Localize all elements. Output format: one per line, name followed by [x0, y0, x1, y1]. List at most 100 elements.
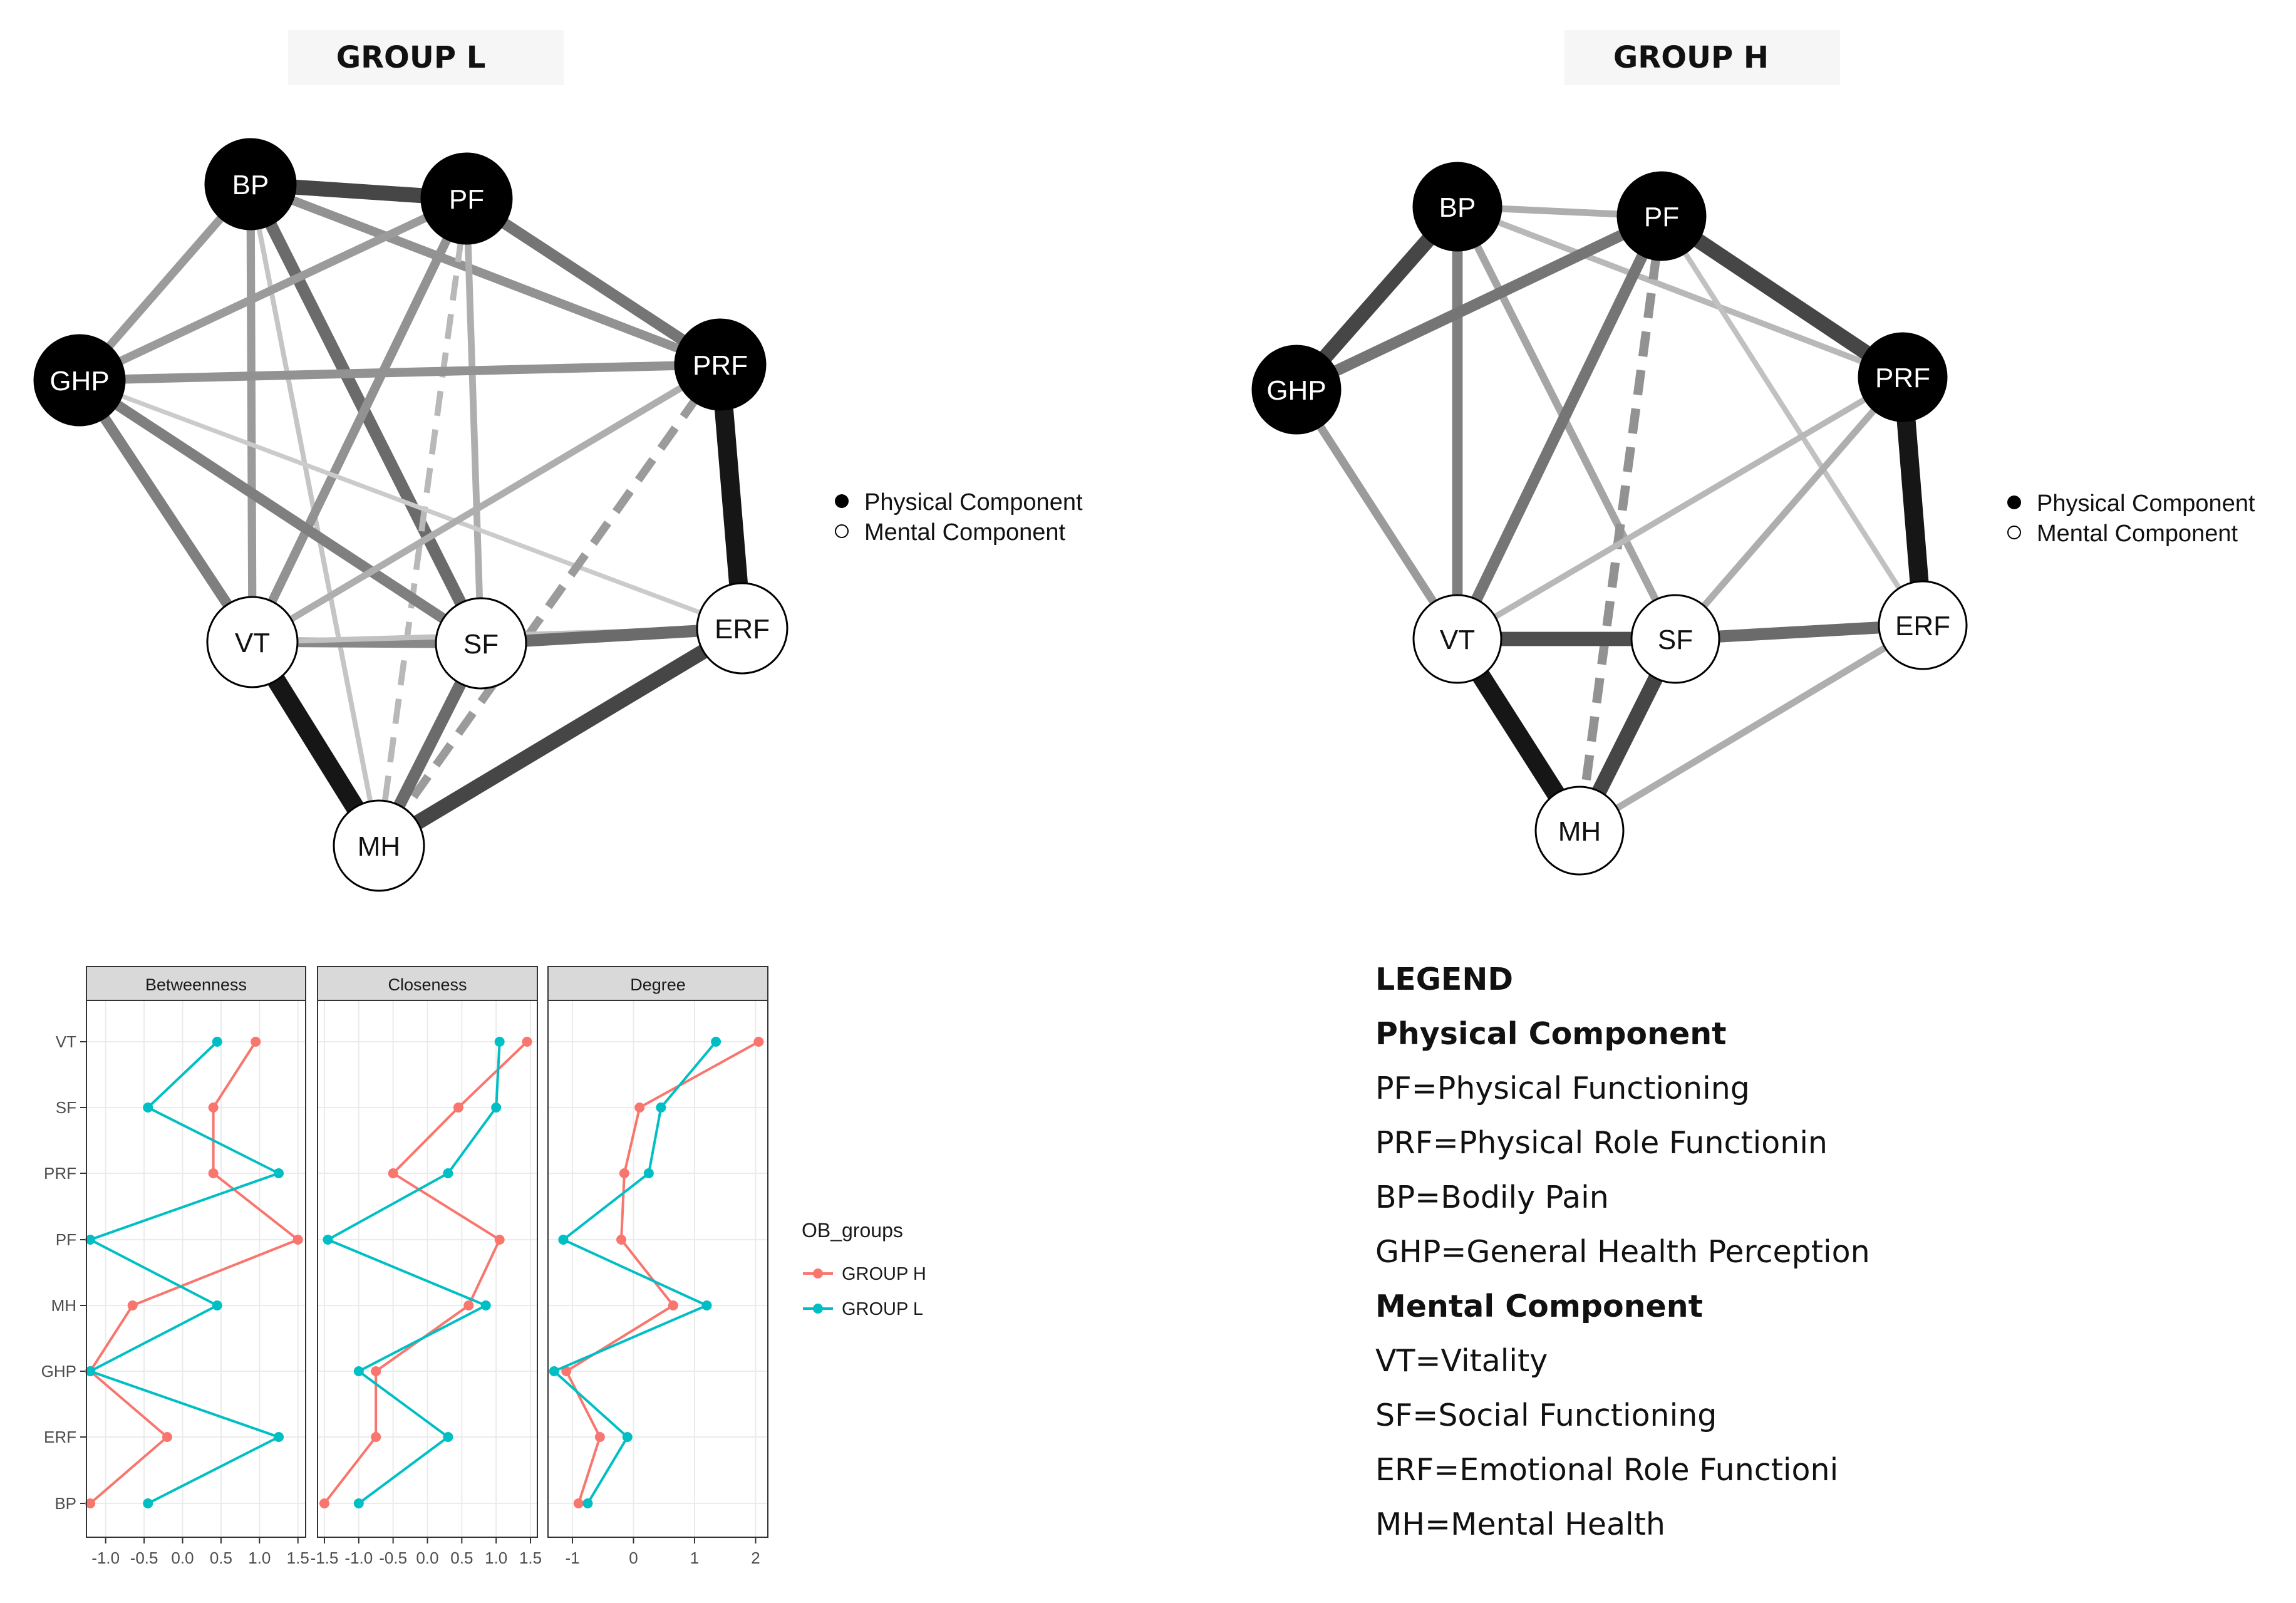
legend-line: PRF=Physical Role Functionin — [1375, 1125, 1828, 1161]
x-tick-label: -1 — [565, 1549, 579, 1567]
mental-component-label: Mental Component — [2037, 521, 2238, 547]
edge-pf-ghp — [78, 195, 468, 384]
facet-border — [86, 1000, 306, 1538]
legend-line: BP=Bodily Pain — [1375, 1180, 1609, 1215]
edge-pf-mh — [1575, 215, 1667, 831]
node-label: BP — [232, 170, 269, 200]
node-circle — [1412, 162, 1502, 252]
node-label: MH — [358, 831, 400, 862]
legend-item: GROUP H — [803, 1264, 926, 1284]
facet-border — [317, 1000, 538, 1538]
y-tick-label: PF — [56, 1230, 76, 1249]
abbreviation-legend: LEGEND Physical Component PF=Physical Fu… — [1375, 952, 2127, 1552]
network-title: GROUP H — [1613, 40, 1769, 75]
edge-erf-mh — [375, 621, 747, 853]
x-tick-label: -1.0 — [344, 1549, 373, 1567]
node-pf: PF — [420, 152, 513, 245]
data-point — [323, 1235, 333, 1245]
data-point — [701, 1300, 712, 1310]
node-circle — [33, 334, 126, 427]
y-tick-label: MH — [51, 1296, 76, 1315]
x-tick-label: -1.5 — [311, 1549, 339, 1567]
y-tick-label: SF — [56, 1098, 76, 1117]
legend-item: GROUP L — [803, 1299, 923, 1319]
network-edges — [1290, 202, 1932, 836]
node-circle — [674, 318, 767, 411]
legend-line: PF=Physical Functioning — [1375, 1071, 1750, 1106]
series-line-group-h — [88, 1040, 301, 1505]
x-tick-label: -0.5 — [379, 1549, 407, 1567]
network-edges — [75, 177, 752, 853]
node-mh: MH — [1534, 786, 1625, 876]
edge-prf-sf — [1672, 375, 1906, 641]
facet-strip — [317, 966, 538, 1001]
node-label: GHP — [1266, 375, 1326, 406]
node-circle — [1251, 345, 1342, 435]
facet-title: Betweenness — [145, 975, 247, 994]
data-point — [582, 1498, 593, 1508]
edge-ghp-vt — [75, 377, 257, 645]
data-point — [208, 1102, 219, 1113]
node-circle — [333, 799, 425, 892]
node-erf: ERF — [696, 582, 789, 675]
legend-line: Physical Component — [1375, 1016, 1727, 1052]
edge-pf-prf — [1657, 210, 1907, 383]
x-tick-label: 1 — [690, 1549, 699, 1567]
x-tick-label: 0.5 — [210, 1549, 232, 1567]
facet-title: Degree — [630, 975, 686, 994]
legend-label: GROUP H — [842, 1264, 926, 1284]
legend-key-point — [813, 1268, 823, 1279]
edge-ghp-vt — [1293, 387, 1461, 641]
legend-line: VT=Vitality — [1375, 1343, 1548, 1379]
data-point — [274, 1168, 284, 1178]
edge-ghp-sf — [76, 375, 484, 648]
data-point — [388, 1168, 398, 1178]
node-bp: BP — [1412, 162, 1502, 252]
mental-component-marker — [835, 524, 849, 538]
data-point — [274, 1432, 284, 1442]
data-point — [656, 1102, 666, 1113]
data-point — [573, 1498, 584, 1508]
data-point — [522, 1037, 532, 1047]
edge-pf-mh — [376, 198, 470, 846]
node-erf: ERF — [1878, 580, 1968, 670]
data-point — [463, 1300, 474, 1310]
network-title-bg — [288, 30, 564, 85]
edge-erf-mh — [1578, 622, 1925, 834]
edge-bp-prf — [249, 180, 722, 369]
node-label: PRF — [693, 350, 748, 381]
edge-ghp-erf — [78, 378, 743, 631]
legend-line: Mental Component — [1375, 1289, 1704, 1324]
node-circle — [1858, 332, 1948, 422]
node-sf: SF — [1630, 594, 1720, 684]
x-tick-label: 1.5 — [287, 1549, 309, 1567]
x-tick-label: 1.0 — [248, 1549, 271, 1567]
physical-component-label: Physical Component — [2037, 490, 2255, 517]
data-point — [251, 1037, 261, 1047]
data-point — [212, 1300, 222, 1310]
facet-title: Closeness — [388, 975, 467, 994]
node-ghp: GHP — [1251, 345, 1342, 435]
node-circle — [696, 582, 789, 675]
node-pf: PF — [1616, 171, 1707, 261]
edge-pf-vt — [1452, 214, 1667, 641]
edge-pf-ghp — [1294, 210, 1664, 395]
edge-pf-prf — [463, 194, 723, 370]
data-point — [480, 1300, 491, 1310]
data-point — [668, 1300, 678, 1310]
data-point — [494, 1235, 505, 1245]
network-title-bg — [1564, 30, 1840, 85]
data-point — [85, 1498, 96, 1508]
node-bp: BP — [204, 138, 297, 231]
node-label: MH — [1558, 816, 1601, 847]
data-point — [491, 1102, 502, 1113]
data-point — [619, 1168, 629, 1178]
node-ghp: GHP — [33, 334, 126, 427]
